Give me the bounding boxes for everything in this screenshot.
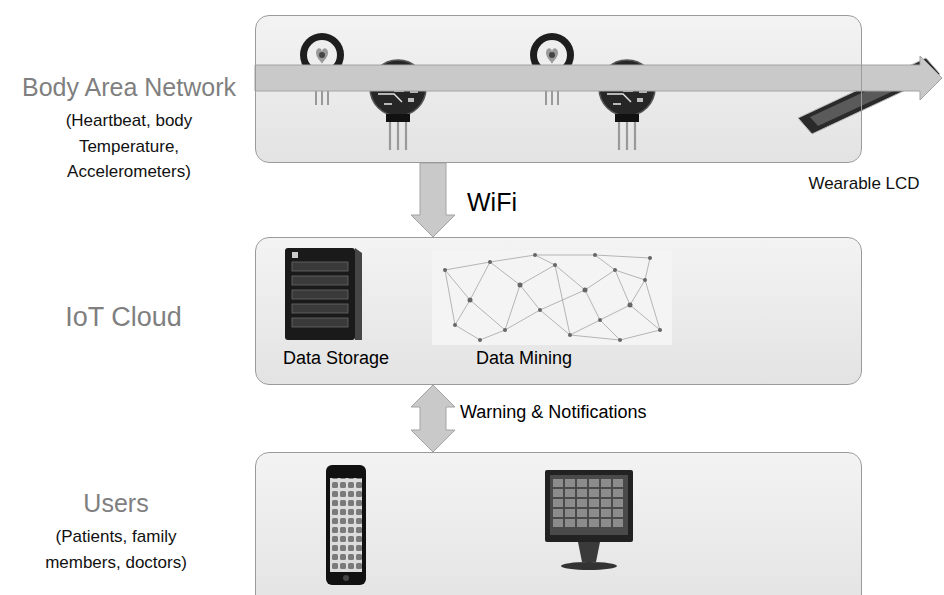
smartphone xyxy=(326,465,366,585)
edge-label: Warning & Notifications xyxy=(460,402,646,424)
layer-band: Users(Patients, family members, doctors) xyxy=(255,452,862,595)
image-caption: Data Storage xyxy=(283,348,389,370)
heading-column: Users (Patients, family members, doctors) xyxy=(1,488,231,575)
band-fills xyxy=(256,16,861,595)
network-graph xyxy=(432,250,672,345)
block-arrow xyxy=(411,385,455,452)
desktop-monitor xyxy=(545,470,633,570)
storage-server xyxy=(285,248,362,340)
block-arrow xyxy=(411,163,455,237)
layer-title: IoT Cloud xyxy=(1,301,246,333)
edge-label: WiFi xyxy=(467,187,517,217)
layer-title: Users xyxy=(1,488,231,518)
block-arrow xyxy=(255,56,942,100)
device-node: Wearable LCD xyxy=(786,56,942,198)
device-label: Wearable LCD xyxy=(786,174,942,194)
layer-subtitle: (Heartbeat, body Temperature, Accelerome… xyxy=(44,108,214,185)
image-caption: Data Mining xyxy=(476,348,572,370)
layer-title: Body Area Network xyxy=(4,72,254,102)
layer-band: Body Area Network(Heartbeat, body Temper… xyxy=(255,15,862,163)
heading-column: IoT Cloud xyxy=(1,301,246,333)
heading-column: Body Area Network (Heartbeat, body Temper… xyxy=(4,72,254,185)
layer-subtitle: (Patients, family members, doctors) xyxy=(31,524,201,575)
